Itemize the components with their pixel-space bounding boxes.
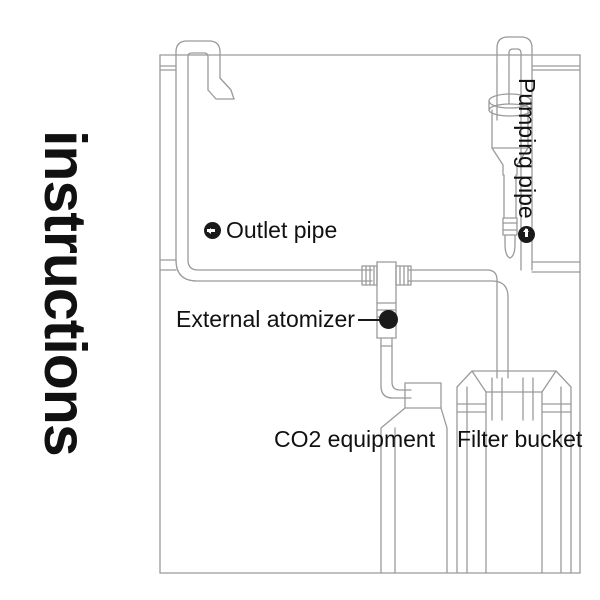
outlet-pipe-label-text: Outlet pipe [226, 217, 338, 243]
external-atomizer-graphic [361, 261, 412, 359]
external-atomizer-label: External atomizer [176, 308, 398, 331]
outlet-pipe-label: Outlet pipe [204, 219, 337, 242]
co2-equipment-label: CO2 equipment [274, 426, 436, 452]
co2-hose [380, 357, 412, 399]
tank-rim-right-ticks [496, 65, 581, 71]
arrow-left-circle-icon [518, 225, 535, 243]
outlet-pipe-graphic [159, 40, 373, 282]
arrow-left-circle-icon [204, 222, 221, 239]
external-atomizer-label-text: External atomizer [176, 306, 355, 332]
co2-equipment-graphic [380, 382, 448, 574]
pumping-pipe-label-text: Pumping pipe [514, 78, 540, 219]
pumping-pipe-label: Pumping pipe [513, 78, 540, 243]
aquarium-tank-outline [159, 54, 581, 574]
leader-dot-icon [378, 310, 398, 329]
pumping-pipe-graphic [488, 36, 533, 271]
filter-bucket-graphic [456, 370, 572, 574]
tank-floor-line [159, 259, 581, 273]
outlet-return-line [407, 269, 509, 379]
filter-bucket-label: Filter bucket [457, 426, 583, 452]
leader-line-icon [357, 318, 380, 321]
